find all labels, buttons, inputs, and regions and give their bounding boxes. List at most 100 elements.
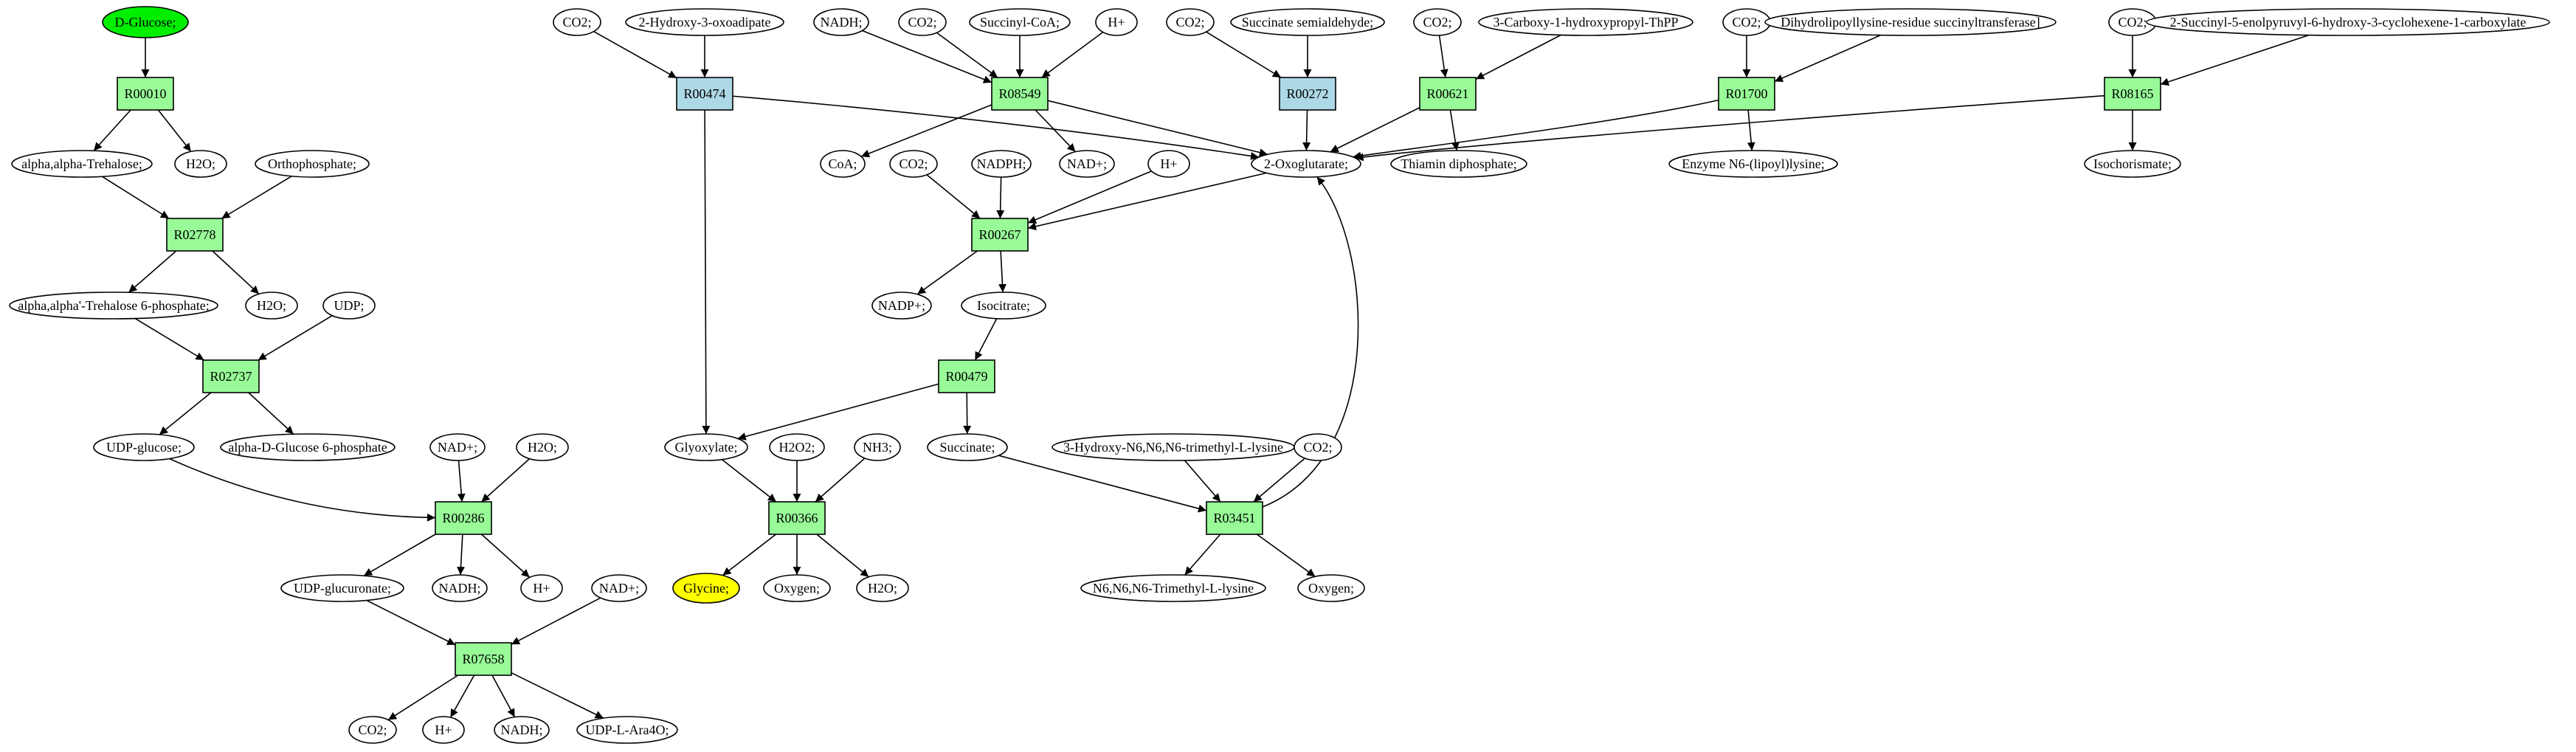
compound-node-h2o_c[interactable]: H2O; [516,433,569,461]
edge-r03451-to-oxygen_b [1256,534,1316,577]
compound-node-co2_a[interactable]: CO2; [348,716,397,744]
compound-node-nh3[interactable]: NH3; [854,433,901,461]
compound-ellipse [553,8,601,36]
compound-node-adglucose6p[interactable]: alpha-D-Glucose 6-phosphate [220,433,396,461]
reaction-node-r07658[interactable]: R07658 [455,642,512,676]
compound-node-hydroxytrimethyllysine[interactable]: 3-Hydroxy-N6,N6,N6-trimethyl-L-lysine [1052,433,1295,461]
compound-node-hplus_c[interactable]: H+ [1095,8,1138,36]
reaction-node-r00479[interactable]: R00479 [938,359,995,393]
edge-co2_e-to-r00621 [1438,35,1448,78]
compound-node-isocitrate[interactable]: Isocitrate; [961,292,1046,320]
reaction-node-r00010[interactable]: R00010 [117,77,174,111]
edge-orthophosphate-to-r02778 [221,176,292,219]
compound-node-nadph[interactable]: NADPH; [971,150,1032,178]
compound-node-nadh_c[interactable]: NADH; [813,8,869,36]
compound-node-thiamindp[interactable]: Thiamin diphosphate; [1390,150,1527,178]
compound-node-nadp_a[interactable]: NAD+; [429,433,486,461]
compound-node-udpglucose[interactable]: UDP-glucose; [93,433,195,461]
compound-node-co2_c[interactable]: CO2; [898,8,947,36]
reaction-box [166,218,224,252]
reaction-node-r02737[interactable]: R02737 [202,359,260,393]
reaction-node-r00267[interactable]: R00267 [971,218,1029,252]
reaction-node-r03451[interactable]: R03451 [1206,501,1263,535]
compound-node-h2o2[interactable]: H2O2; [769,433,825,461]
compound-node-hplus_b[interactable]: H+ [422,716,465,744]
compound-node-orthophosphate[interactable]: Orthophosphate; [255,150,370,178]
compound-node-nadh_a[interactable]: NADH; [432,574,488,602]
reaction-node-r01700[interactable]: R01700 [1718,77,1775,111]
reaction-node-r00474[interactable]: R00474 [676,77,733,111]
compound-ellipse [871,292,932,320]
compound-node-nadh_b[interactable]: NADH; [494,716,550,744]
compound-node-oxygen_b[interactable]: Oxygen; [1297,574,1365,602]
compound-node-enzymelipoyllysine[interactable]: Enzyme N6-(lipoyl)lysine; [1668,150,1838,178]
edge-r00474-to-glyoxylate [702,109,711,435]
compound-node-succinylenolpyruvyl[interactable]: 2-Succinyl-5-enolpyruvyl-6-hydroxy-3-cyc… [2146,8,2550,36]
compound-node-hplus_a[interactable]: H+ [520,574,563,602]
compound-node-co2_g[interactable]: CO2; [2108,8,2157,36]
compound-node-nadplus_a[interactable]: NAD+; [1059,150,1115,178]
compound-node-glycine[interactable]: Glycine; [672,573,740,604]
compound-node-dihydrolipoyllysine[interactable]: Dihydrolipoyllysine-residue succinyltran… [1764,8,2057,36]
node-label: Glycine; [683,581,729,596]
compound-node-udpglucuronate[interactable]: UDP-glucuronate; [280,574,404,602]
compound-node-udp[interactable]: UDP; [322,292,376,320]
reaction-node-r00272[interactable]: R00272 [1279,77,1336,111]
node-label: Orthophosphate; [268,156,356,171]
compound-node-succinylcoa[interactable]: Succinyl-CoA; [969,8,1071,36]
compound-node-nadpplus[interactable]: NADP+; [871,292,932,320]
compound-node-co2_d[interactable]: CO2; [1166,8,1215,36]
compound-node-h2o_d[interactable]: H2O; [856,574,909,602]
compound-ellipse [102,6,189,38]
edge-r00286-to-hplus_a [481,534,531,578]
compound-node-aatrehalose[interactable]: alpha,alpha-Trehalose; [11,150,153,178]
edge-aatrehalose6p-to-r02737 [134,317,204,361]
node-label: R00267 [978,227,1021,242]
reaction-node-r02778[interactable]: R02778 [166,218,224,252]
node-label: 2-Succinyl-5-enolpyruvyl-6-hydroxy-3-cyc… [2170,15,2527,30]
compound-node-udplara4o[interactable]: UDP-L-Ara4O; [576,716,678,744]
compound-node-succsemialdehyde[interactable]: Succinate semialdehyde; [1230,8,1385,36]
compound-node-co2_h[interactable]: CO2; [889,150,938,178]
compound-ellipse [1230,8,1385,36]
node-label: NADH; [821,15,863,30]
compound-node-oxoglutarate[interactable]: 2-Oxoglutarate; [1251,150,1361,178]
compound-node-isochorismate[interactable]: Isochorismate; [2084,150,2181,178]
edge-oxoglutarate-to-r00267 [1027,172,1267,231]
node-label: Isocitrate; [977,298,1030,313]
compound-node-nadp_b[interactable]: NAD+; [591,574,647,602]
reaction-node-r00621[interactable]: R00621 [1419,77,1477,111]
compound-node-co2_b[interactable]: CO2; [553,8,601,36]
compound-node-oxygen_a[interactable]: Oxygen; [763,574,831,602]
compound-ellipse [1251,150,1361,178]
edge-aatrehalose-to-r02778 [102,176,170,219]
edge-nh3-to-r00366 [815,458,866,503]
edge-r07658-to-co2_a [387,675,459,721]
compound-node-succinate[interactable]: Succinate; [927,433,1008,461]
compound-node-h2o_a[interactable]: H2O; [174,150,227,178]
compound-ellipse [9,292,218,320]
compound-node-co2_e[interactable]: CO2; [1413,8,1462,36]
reaction-node-r08165[interactable]: R08165 [2104,77,2161,111]
compound-node-hplus_d[interactable]: H+ [1147,150,1190,178]
reaction-node-r00366[interactable]: R00366 [768,501,826,535]
compound-ellipse [1059,150,1115,178]
compound-node-coa[interactable]: CoA; [820,150,866,178]
compound-node-dglucose[interactable]: D-Glucose; [102,6,189,38]
compound-node-co2_f[interactable]: CO2; [1722,8,1771,36]
node-label: alpha,alpha-Trehalose; [21,156,142,171]
edge-r07658-to-nadh_b [491,675,516,717]
compound-node-trimethyllysine[interactable]: N6,N6,N6-Trimethyl-L-lysine [1080,574,1266,602]
reaction-node-r08549[interactable]: R08549 [991,77,1049,111]
edge-hydroxytrimethyllysine-to-r03451 [1184,460,1221,503]
compound-node-glyoxylate[interactable]: Glyoxylate; [664,433,748,461]
compound-node-co2_i[interactable]: CO2; [1294,433,1342,461]
edge-r07658-to-hplus_b [449,675,475,718]
compound-node-hydroxyoxoadipate[interactable]: 2-Hydroxy-3-oxoadipate [625,8,784,36]
reaction-node-r00286[interactable]: R00286 [435,501,492,535]
edge-r00621-to-thiamindp [1449,109,1460,151]
edge-r08165-to-oxoglutarate [1355,94,2105,162]
compound-node-carboxyhydroxypropylthpp[interactable]: 3-Carboxy-1-hydroxypropyl-ThPP [1478,8,1693,36]
compound-node-aatrehalose6p[interactable]: alpha,alpha'-Trehalose 6-phosphate; [9,292,218,320]
compound-node-h2o_b[interactable]: H2O; [245,292,298,320]
